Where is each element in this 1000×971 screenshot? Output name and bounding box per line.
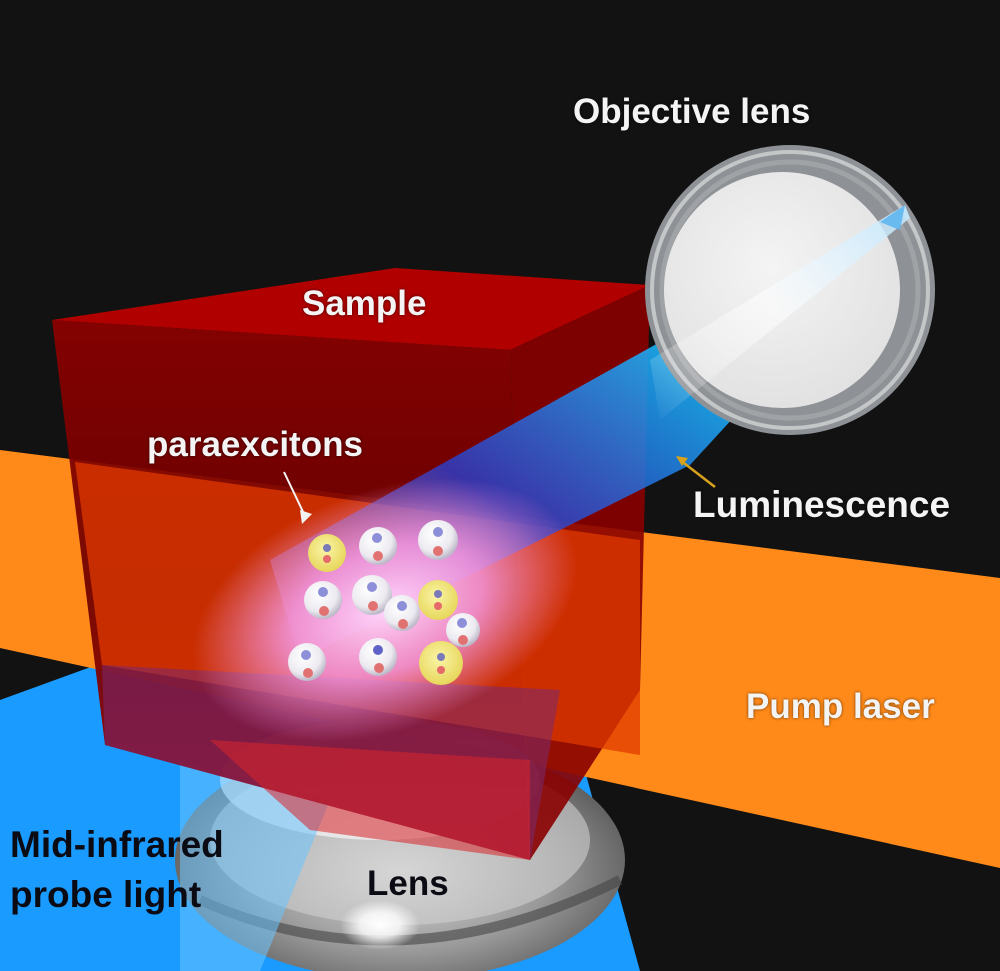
particle-white <box>418 520 458 560</box>
particle-yellow <box>308 534 346 572</box>
luminescence-label: Luminescence <box>693 484 951 525</box>
objective-lens-label: Objective lens <box>573 92 811 131</box>
pump-laser-label: Pump laser <box>746 687 935 726</box>
probe-light-label-line2: probe light <box>10 874 202 915</box>
particle-white <box>288 643 326 681</box>
sample-label: Sample <box>302 284 427 323</box>
particle-white <box>446 613 480 647</box>
particle-white <box>384 595 420 631</box>
paraexcitons-label: paraexcitons <box>147 425 363 464</box>
probe-light-label-line1: Mid-infrared <box>10 824 224 865</box>
particle-yellow <box>419 641 463 685</box>
luminescence-arrow <box>676 456 716 488</box>
particle-white <box>359 527 397 565</box>
particle-white <box>352 575 392 615</box>
sample-top-face <box>52 268 650 350</box>
particle-white <box>304 581 342 619</box>
lens-label: Lens <box>367 864 449 903</box>
particle-white <box>359 638 397 676</box>
particle-yellow <box>418 580 458 620</box>
paraexcitons-arrow <box>283 471 312 524</box>
objective-lens <box>645 145 935 435</box>
exciton-particles <box>288 520 480 685</box>
